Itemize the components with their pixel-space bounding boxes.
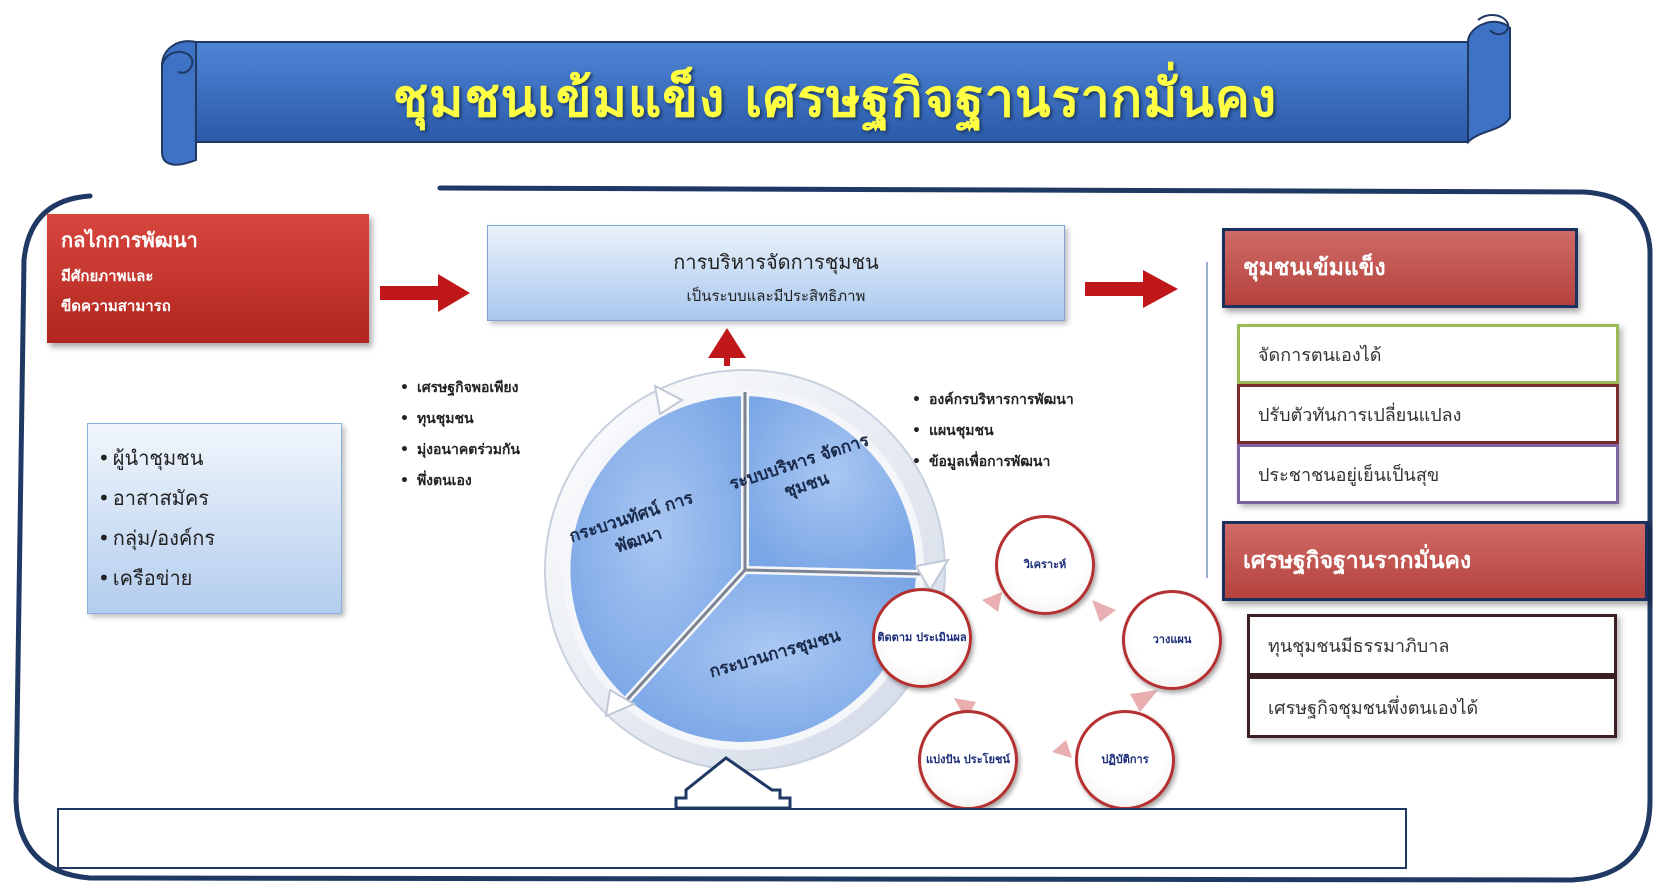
strong-community-item: ปรับตัวทันการเปลี่ยนแปลง (1237, 384, 1619, 444)
cycle-evaluate: ติดตาม ประเมินผล (872, 588, 972, 688)
mechanism-title: กลไกการพัฒนา (61, 228, 198, 252)
stable-economy-heading: เศรษฐกิจฐานรากมั่นคง (1222, 521, 1648, 601)
arrow-to-strong-community (1085, 270, 1178, 308)
strong-community-item: จัดการตนเองได้ (1237, 324, 1619, 384)
right-bullet-item: องค์กรบริหารการพัฒนา (912, 385, 1074, 416)
actor-item: เครือข่าย (98, 558, 331, 598)
actor-item: อาสาสมัคร (98, 478, 331, 518)
cycle-plan: วางแผน (1122, 590, 1222, 690)
strong-community-heading: ชุมชนเข้มแข็ง (1222, 228, 1578, 308)
stable-economy-item: ทุนชุมชนมีธรรมาภิบาล (1247, 614, 1617, 676)
left-bullet-item: ทุนชุมชน (400, 404, 520, 435)
right-bullet-item: แผนชุมชน (912, 416, 1074, 447)
banner-title: ชุมชนเข้มแข็ง เศรษฐกิจฐานรากมั่นคง (392, 68, 1278, 129)
stable-economy-item: เศรษฐกิจชุมชนพึ่งตนเองได้ (1247, 676, 1617, 738)
arrow-to-management (380, 274, 470, 312)
left-bullet-item: เศรษฐกิจพอเพียง (400, 373, 520, 404)
management-box: การบริหารจัดการชุมชน เป็นระบบและมีประสิท… (487, 225, 1065, 321)
strong-community-item: ประชาชนอยู่เย็นเป็นสุข (1237, 444, 1619, 504)
arrow-up-from-pie (708, 328, 746, 366)
cycle-implement: ปฏิบัติการ (1075, 710, 1175, 810)
mechanism-box: กลไกการพัฒนา มีศักยภาพและ ขีดความสามารถ (47, 214, 369, 343)
management-title: การบริหารจัดการชุมชน (673, 250, 879, 274)
cycle-analyze: วิเคราะห์ (995, 515, 1095, 615)
pie-cycle (544, 369, 951, 771)
cycle-arrows (954, 592, 1158, 758)
right-bullet-list: องค์กรบริหารการพัฒนา แผนชุมชน ข้อมูลเพื่… (912, 385, 1074, 478)
mechanism-line-1: มีศักยภาพและ (61, 267, 154, 285)
management-subtitle: เป็นระบบและมีประสิทธิภาพ (686, 287, 866, 305)
actor-item: ผู้นำชุมชน (98, 438, 331, 478)
left-bullet-item: พึ่งตนเอง (400, 466, 520, 497)
bottom-bar (57, 808, 1407, 869)
left-bullet-list: เศรษฐกิจพอเพียง ทุนชุมชน มุ่งอนาคตร่วมกั… (400, 373, 520, 497)
mechanism-line-2: ขีดความสามารถ (61, 297, 171, 315)
left-bullet-item: มุ่งอนาคตร่วมกัน (400, 435, 520, 466)
big-up-arrow (674, 756, 792, 810)
banner-scroll (161, 14, 1511, 166)
actors-box: ผู้นำชุมชน อาสาสมัคร กลุ่ม/องค์กร เครือข… (87, 423, 342, 614)
actor-item: กลุ่ม/องค์กร (98, 518, 331, 558)
cycle-share: แบ่งปัน ประโยชน์ (918, 710, 1018, 810)
right-bullet-item: ข้อมูลเพื่อการพัฒนา (912, 447, 1074, 478)
content-frame (13, 185, 1653, 883)
